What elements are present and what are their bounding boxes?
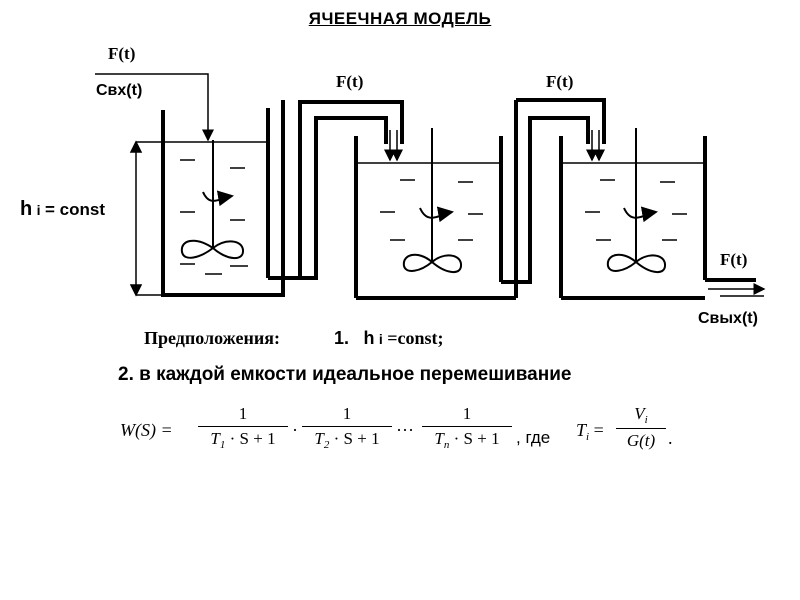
- height-symbol: h: [20, 198, 33, 220]
- fraction-1: 1 T1 · S + 1: [198, 404, 288, 451]
- inflow-line-1: [95, 73, 214, 142]
- height-label: h i = const: [20, 198, 105, 221]
- assumption-1: 1. h i =const;: [334, 328, 444, 349]
- height-const: = const: [45, 200, 106, 219]
- assumption-1-number: 1.: [334, 328, 350, 348]
- assumption-1-const: =const;: [387, 328, 444, 348]
- ti-fraction: Vi G(t): [616, 404, 666, 451]
- height-dimension: [129, 140, 163, 297]
- mixer-1: [180, 140, 244, 259]
- fraction-n: 1 Tn · S + 1: [422, 404, 512, 451]
- tank-3-level: [561, 162, 705, 241]
- assumption-1-index: i: [378, 331, 383, 347]
- formula-lhs: W(S) =: [120, 420, 173, 440]
- flow-label-3: F(t): [546, 72, 574, 91]
- fraction-1-numerator: 1: [238, 404, 248, 423]
- where-word: , где: [516, 428, 551, 447]
- fraction-2-numerator: 1: [342, 404, 352, 423]
- pipe-1-2: [283, 100, 404, 280]
- fraction-n-denominator: Tn · S + 1: [434, 429, 500, 451]
- outflow-label: F(t): [720, 250, 748, 269]
- mixer-2: [402, 128, 462, 273]
- ti-symbol: Ti =: [576, 420, 604, 443]
- fraction-2-denominator: T2 · S + 1: [314, 429, 380, 451]
- assumption-2: 2. в каждой емкости идеальное перемешива…: [118, 364, 572, 385]
- assumption-1-h: h: [363, 328, 375, 348]
- mixer-3: [606, 128, 666, 273]
- fraction-n-numerator: 1: [462, 404, 472, 423]
- inflow-arrows-2: [384, 130, 403, 162]
- flow-label-2: F(t): [336, 72, 364, 91]
- ti-denominator: G(t): [626, 431, 656, 450]
- assumptions-heading: Предположения:: [144, 328, 280, 348]
- ti-numerator: Vi: [634, 404, 648, 426]
- diagram-title: ЯЧЕЕЧНАЯ МОДЕЛЬ: [308, 9, 492, 28]
- dot-1: ·: [292, 420, 298, 440]
- input-concentration-label: Свх(t): [96, 82, 143, 99]
- output-concentration-label: Свых(t): [698, 310, 758, 327]
- inflow-arrows-3: [586, 130, 605, 162]
- tank-1: [161, 100, 285, 297]
- tank-1-level: [163, 141, 268, 275]
- dots: ···: [396, 420, 414, 440]
- tank-3: [559, 136, 756, 300]
- outflow-arrows: [708, 283, 766, 297]
- fraction-2: 1 T2 · S + 1: [302, 404, 392, 451]
- pipe-2-3: [501, 98, 606, 284]
- fraction-1-denominator: T1 · S + 1: [210, 429, 276, 451]
- tank-2: [354, 100, 518, 300]
- height-index: i: [36, 202, 41, 218]
- inflow-label-1: F(t): [108, 44, 136, 63]
- tank-2-level: [356, 162, 501, 241]
- formula-end: .: [668, 428, 673, 448]
